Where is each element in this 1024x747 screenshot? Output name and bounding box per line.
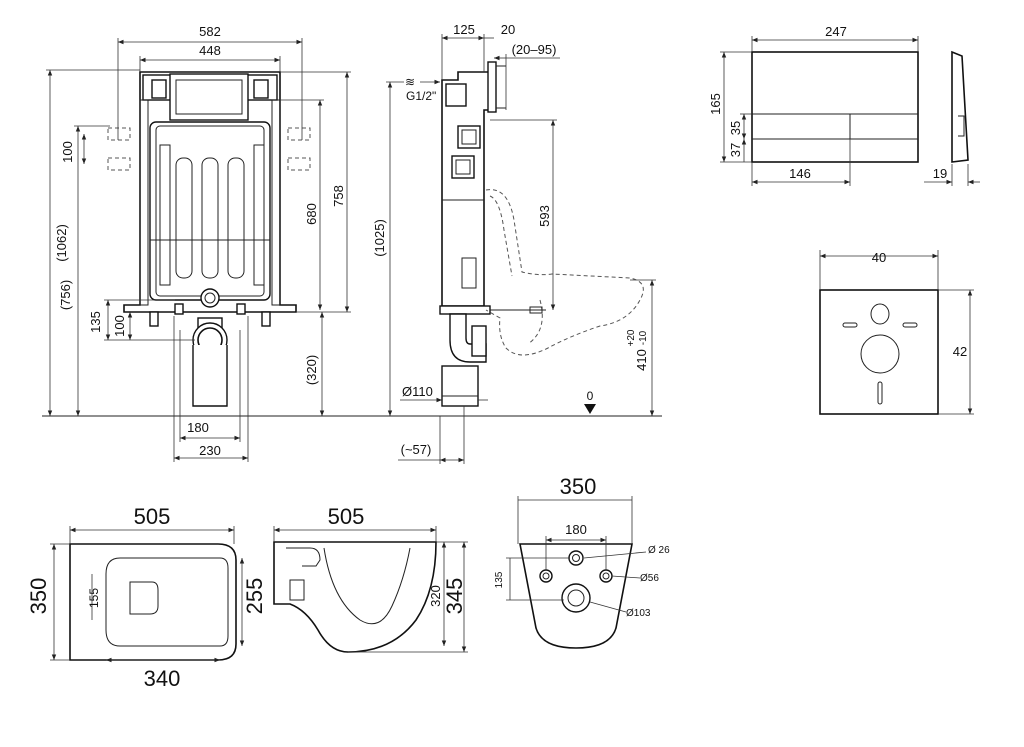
dim-135: 135 [88, 311, 103, 333]
dim-26: Ø 26 [648, 545, 670, 556]
dim-35: 35 [728, 121, 743, 135]
dim-410: 410 [634, 349, 649, 371]
dim-255: 255 [242, 578, 267, 615]
dim-19: 19 [933, 166, 947, 181]
frame-side-view: ≋ G1/2" 125 20 (20–95) (1025) 593 410 +2… [372, 22, 656, 464]
zero-level-label: 0 [587, 389, 594, 403]
frame-front-view: 582 448 (1062) (756) 100 135 100 680 758 [46, 24, 351, 462]
level-marker-icon [584, 404, 596, 414]
dim-42: 42 [953, 344, 967, 359]
dim-180-back: 180 [565, 522, 587, 537]
dim-20-95: (20–95) [512, 42, 557, 57]
dim-165: 165 [708, 93, 723, 115]
flush-plate-view: 247 165 35 37 146 19 [708, 24, 980, 186]
dim-350-top: 350 [26, 578, 51, 615]
dim-320-side: 320 [428, 585, 443, 607]
dim-1025: (1025) [372, 219, 387, 257]
dim-57: (~57) [401, 442, 432, 457]
dim-125: 125 [453, 22, 475, 37]
dim-20: 20 [501, 22, 515, 37]
dim-448: 448 [199, 43, 221, 58]
dim-410-tol-minus: -10 [638, 330, 649, 345]
dim-505-side: 505 [328, 504, 365, 529]
dim-345: 345 [442, 578, 467, 615]
dim-146: 146 [789, 166, 811, 181]
dim-40: 40 [872, 250, 886, 265]
dim-100-upper: 100 [60, 141, 75, 163]
dim-350-back: 350 [560, 474, 597, 499]
sound-pad-view: 40 42 [819, 250, 974, 415]
dim-758: 758 [331, 185, 346, 207]
dim-230: 230 [199, 443, 221, 458]
inlet-label: G1/2" [406, 89, 436, 103]
water-wave-icon: ≋ [405, 75, 415, 89]
dim-320: (320) [304, 355, 319, 385]
dim-410-tol-plus: +20 [626, 329, 637, 346]
dim-100-lower: 100 [112, 315, 127, 337]
dim-155: 155 [87, 588, 101, 608]
dim-505-top: 505 [134, 504, 171, 529]
dim-247: 247 [825, 24, 847, 39]
bowl-side-view: 505 320 345 [273, 504, 468, 653]
dim-180: 180 [187, 420, 209, 435]
dim-110: Ø110 [402, 384, 433, 399]
bowl-back-view: 350 180 135 Ø 26 Ø56 Ø103 [494, 474, 670, 649]
dim-756: (756) [58, 280, 73, 310]
dim-593: 593 [537, 205, 552, 227]
dim-37: 37 [728, 143, 743, 157]
dim-582: 582 [199, 24, 221, 39]
dim-1062: (1062) [54, 224, 69, 262]
dim-56: Ø56 [640, 573, 659, 584]
dim-135-back: 135 [494, 571, 505, 588]
dim-340: 340 [144, 666, 181, 691]
dim-680: 680 [304, 203, 319, 225]
bowl-top-view: 155 505 350 340 255 [26, 504, 267, 691]
dim-103: Ø103 [626, 608, 651, 619]
